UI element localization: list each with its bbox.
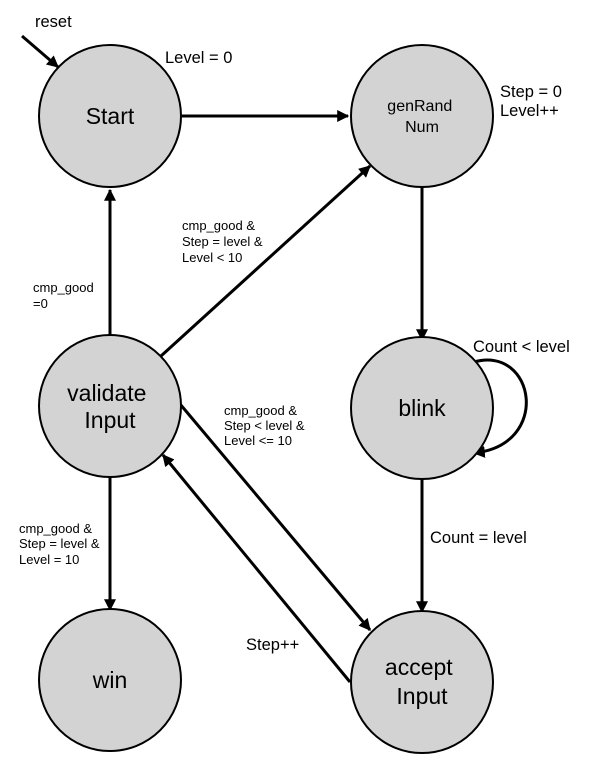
edge-blink-self-loop — [472, 358, 528, 458]
svg-text:genRand Num: genRand Num — [387, 98, 456, 136]
state-gen-rand-num-label-line1: genRand — [387, 98, 452, 115]
validate-to-accept-label-line1: cmp_good & — [224, 403, 297, 418]
state-validate-input-label-line2: Input — [84, 407, 136, 433]
svg-text:cmp_good & Step = level &: cmp_good & Step = level & Level < 10 — [182, 218, 266, 265]
state-start: Start — [38, 44, 182, 188]
svg-text:cmp_good & Step < level &: cmp_good & Step < level & Level <= 10 — [224, 403, 308, 448]
state-gen-rand-num: genRand Num — [350, 44, 494, 188]
svg-text:cmp_good & Step = level &: cmp_good & Step = level & Level = 10 — [19, 521, 103, 567]
edge-validate-to-accept — [178, 403, 372, 631]
svg-text:validate Input: validate Input — [67, 380, 153, 433]
state-accept-input: accept Input — [350, 610, 494, 754]
state-accept-input-label-line2: Input — [396, 683, 448, 709]
state-win: win — [38, 608, 182, 752]
svg-text:accept Input: accept Input — [385, 654, 459, 709]
validate-to-genrand-label-line1: cmp_good & — [182, 218, 255, 233]
reset-arrow — [21, 34, 59, 69]
svg-text:Step = 0 Level++: Step = 0 Level++ — [500, 83, 567, 120]
validate-to-win-label-line1: cmp_good & — [19, 521, 92, 536]
gen-rand-action-line2: Level++ — [500, 102, 559, 120]
validate-to-accept-label-line3: Level <= 10 — [224, 433, 292, 448]
validate-to-accept-label-line2: Step < level & — [224, 418, 305, 433]
validate-to-start-label-line2: =0 — [33, 296, 48, 311]
state-win-label: win — [92, 667, 128, 693]
state-blink-label: blink — [398, 395, 446, 421]
state-gen-rand-num-label-line2: Num — [405, 119, 439, 136]
gen-rand-action-line1: Step = 0 — [500, 83, 562, 101]
accept-action-label: Step++ — [246, 636, 299, 654]
blink-self-loop-label: Count < level — [473, 338, 570, 356]
validate-to-genrand-label-line3: Level < 10 — [182, 250, 242, 265]
state-validate-input: validate Input — [38, 334, 182, 478]
state-blink: blink — [350, 336, 494, 480]
blink-to-accept-label: Count = level — [430, 529, 527, 547]
state-validate-input-label-line1: validate — [67, 380, 146, 406]
svg-text:cmp_good =0: cmp_good =0 — [33, 280, 97, 311]
edge-validate-to-genrand — [159, 164, 372, 358]
validate-to-start-label-line1: cmp_good — [33, 280, 94, 295]
state-accept-input-label-line1: accept — [385, 654, 453, 680]
validate-to-win-label-line3: Level = 10 — [19, 552, 79, 567]
edge-accept-to-validate — [161, 454, 352, 683]
validate-to-genrand-label-line2: Step = level & — [182, 234, 263, 249]
validate-to-win-label-line2: Step = level & — [19, 536, 100, 551]
state-start-label: Start — [86, 103, 135, 129]
start-action-label: Level = 0 — [165, 49, 232, 67]
reset-label: reset — [35, 13, 72, 31]
